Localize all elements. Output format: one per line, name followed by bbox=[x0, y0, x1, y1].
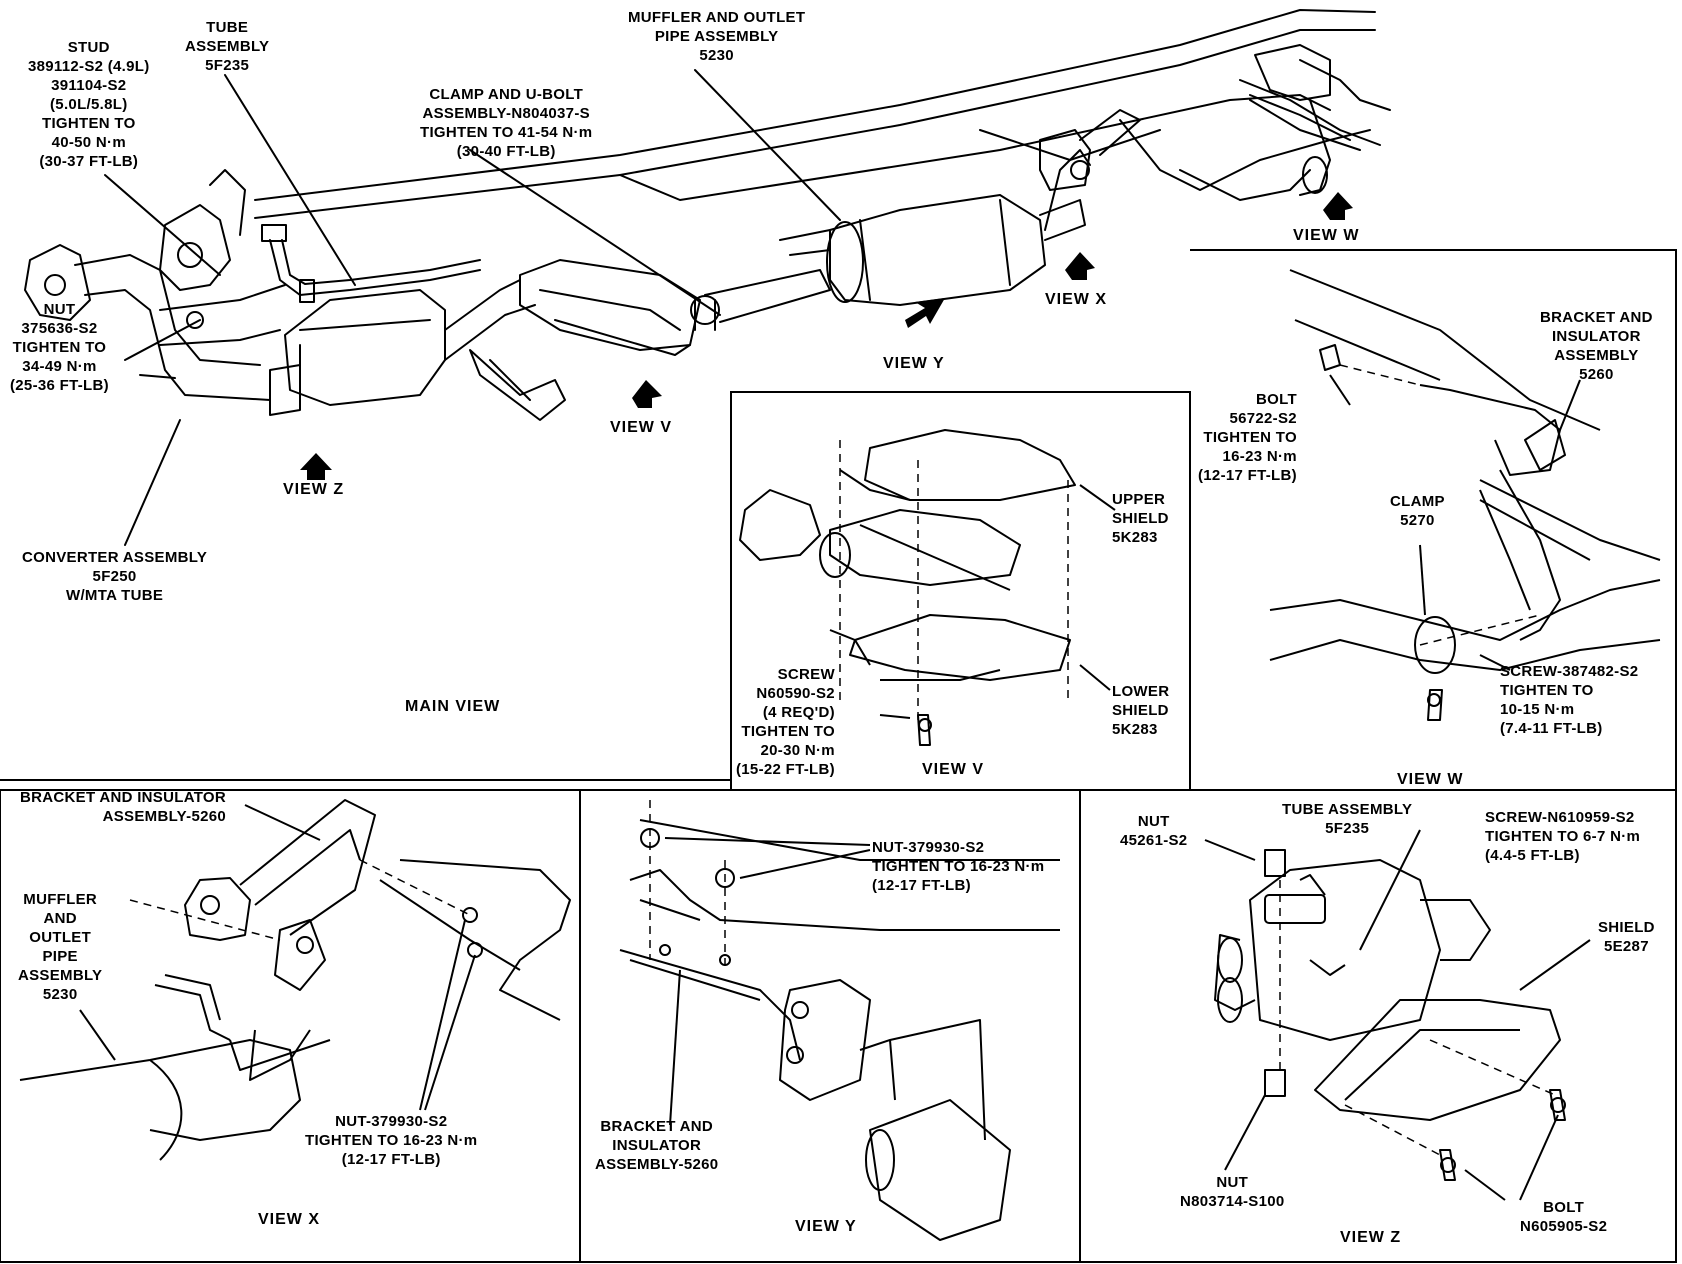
view-w-ref: VIEW W bbox=[1293, 227, 1360, 244]
view-y-art bbox=[619, 819, 1060, 1241]
view-z-title: VIEW Z bbox=[1340, 1229, 1402, 1246]
view-y-title: VIEW Y bbox=[795, 1218, 857, 1235]
view-w-leaders bbox=[1329, 374, 1581, 671]
view-x-art bbox=[19, 799, 571, 1161]
converter-assembly bbox=[269, 279, 536, 416]
view-z-art bbox=[1214, 849, 1566, 1181]
view-arrows bbox=[300, 192, 1353, 480]
muffler bbox=[779, 149, 1091, 306]
view-v-title: VIEW V bbox=[922, 761, 985, 778]
clamp-u-bolt bbox=[690, 269, 831, 331]
view-x-ref: VIEW X bbox=[1045, 291, 1108, 308]
view-v-ref: VIEW V bbox=[610, 419, 673, 436]
view-v-dashes bbox=[839, 440, 1069, 720]
view-x-leaders bbox=[79, 804, 476, 1111]
tube-assembly bbox=[261, 224, 481, 303]
panel-borders bbox=[0, 249, 1677, 1263]
view-v-art bbox=[739, 429, 1076, 746]
main-leaders bbox=[104, 69, 841, 546]
view-x-bracket-label: BRACKET AND INSULATOR ASSEMBLY-5260 bbox=[20, 789, 227, 825]
y-pipe bbox=[24, 169, 286, 401]
view-x-dashes bbox=[129, 859, 471, 941]
view-x-title: VIEW X bbox=[258, 1211, 321, 1228]
view-v-leaders bbox=[879, 484, 1116, 719]
view-w-title: VIEW W bbox=[1397, 771, 1464, 788]
view-y-dashes bbox=[649, 800, 726, 970]
main-view-title: MAIN VIEW bbox=[405, 698, 501, 715]
frame-rail bbox=[254, 9, 1391, 219]
second-converter bbox=[519, 259, 701, 356]
view-z-dashes bbox=[1279, 880, 1556, 1156]
main-hanger-x bbox=[1039, 109, 1141, 191]
view-w-art bbox=[1269, 269, 1661, 721]
main-hanger-w bbox=[1239, 44, 1381, 196]
view-z-leaders bbox=[1204, 829, 1591, 1201]
view-y-leaders bbox=[664, 837, 871, 1126]
crossmember bbox=[469, 349, 566, 421]
view-z-ref: VIEW Z bbox=[283, 481, 345, 498]
view-y-ref: VIEW Y bbox=[883, 355, 945, 372]
view-w-dashes bbox=[1339, 364, 1541, 646]
